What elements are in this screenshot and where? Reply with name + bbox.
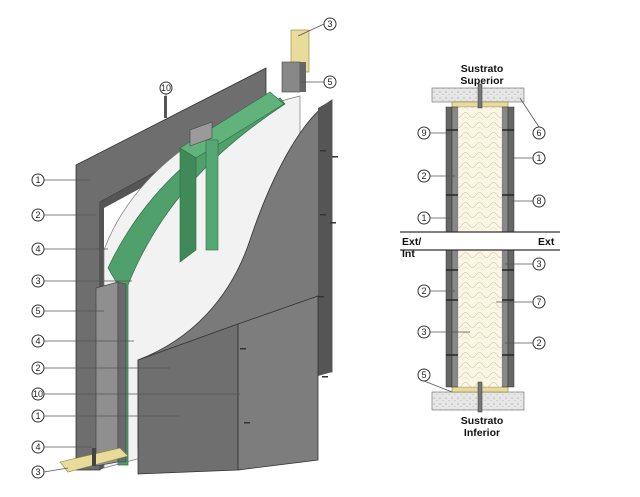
section-callout-number: 2 [421, 286, 426, 296]
right-panel-outer-upper [507, 106, 515, 233]
bottom-anchor [477, 381, 483, 413]
left-panel-inner-upper [451, 106, 459, 233]
iso-callout-circle [323, 17, 337, 31]
iso-callout-circle [31, 173, 45, 187]
iso-callout-number: 2 [35, 210, 40, 220]
section-callout-number: 8 [536, 196, 541, 206]
iso-callout-number: 4 [35, 336, 40, 346]
insulation-lower [457, 249, 503, 388]
section-callout-number: 1 [536, 153, 541, 163]
front-panel-edge [318, 100, 332, 376]
iso-callout-number: 1 [35, 175, 40, 185]
iso-callout-number: 4 [35, 244, 40, 254]
section-callout-number: 5 [421, 370, 426, 380]
iso-callout-number: 3 [35, 276, 40, 286]
label-left-side-line1: Ext/ [402, 236, 421, 248]
iso-callout-number: 10 [33, 389, 43, 399]
iso-leader [43, 467, 69, 473]
top-stud-side [300, 62, 306, 92]
section-callout-circle [417, 169, 431, 183]
iso-callout-circle [31, 361, 45, 375]
iso-callout-number: 3 [35, 467, 40, 477]
section-callout-circle [532, 151, 546, 165]
isometric-wall [59, 29, 338, 475]
anchor-bottom [92, 448, 96, 466]
iso-callout-number: 1 [35, 411, 40, 421]
iso-callout-circle [31, 334, 45, 348]
center-stud [189, 121, 213, 147]
iso-callout-circle [31, 465, 45, 479]
top-stud [281, 61, 301, 93]
iso-callout-circle [31, 409, 45, 423]
section-callout-circle [532, 194, 546, 208]
anchor-top [164, 96, 167, 118]
iso-callout-circle [31, 274, 45, 288]
iso-callout-circle [31, 242, 45, 256]
section-callout-circle [532, 295, 546, 309]
iso-callout-number: 5 [327, 77, 332, 87]
section-callout-number: 7 [536, 297, 541, 307]
left-stud [95, 281, 119, 467]
section-view [400, 83, 560, 413]
section-leader [519, 97, 540, 128]
iso-callouts: 3 5 10 1 2 4 3 5 4 2 10 1 4 3 [31, 17, 337, 479]
iso-callout-number: 10 [161, 83, 171, 93]
green-insulation-vertical [179, 147, 197, 263]
section-fasteners [446, 129, 514, 356]
iso-callout-circle [323, 75, 337, 89]
iso-callout-number: 2 [35, 363, 40, 373]
screw-marks [240, 150, 338, 424]
left-panel-outer-upper [445, 106, 453, 233]
section-callout-circle [532, 336, 546, 350]
section-callout-circle [532, 257, 546, 271]
label-top-line2: Superior [460, 75, 503, 87]
iso-callout-number: 4 [35, 442, 40, 452]
iso-callout-number: 5 [35, 306, 40, 316]
label-bottom-line1: Sustrato [461, 415, 504, 427]
section-callout-circle [417, 126, 431, 140]
iso-callout-circle [31, 440, 45, 454]
front-panel-lower-right [237, 295, 319, 471]
section-callout-circle [417, 211, 431, 225]
iso-callout-circle [31, 208, 45, 222]
label-left-side-line2: Int [402, 248, 415, 260]
section-callout-number: 2 [421, 171, 426, 181]
section-leader [423, 380, 453, 393]
section-callout-number: 3 [536, 259, 541, 269]
right-panel-inner-upper [501, 106, 509, 233]
section-callout-circle [417, 325, 431, 339]
section-callout-number: 6 [536, 128, 541, 138]
iso-callout-circle [31, 304, 45, 318]
top-anchor [477, 83, 483, 109]
iso-callout-circle [159, 81, 173, 95]
section-callout-circle [532, 126, 546, 140]
section-callout-circle [417, 284, 431, 298]
section-callout-number: 9 [421, 128, 426, 138]
insulation-upper [457, 106, 503, 233]
iso-leader [297, 23, 325, 37]
section-callout-circle [417, 368, 431, 382]
label-bottom-line2: Inferior [464, 427, 500, 439]
iso-callout-number: 3 [327, 19, 332, 29]
green-insulation-post [205, 139, 219, 251]
section-callout-number: 3 [421, 327, 426, 337]
section-callout-number: 2 [536, 338, 541, 348]
iso-callout-circle [31, 387, 45, 401]
label-right-side: Ext [538, 236, 555, 248]
section-callout-number: 1 [421, 213, 426, 223]
left-stud-side [117, 281, 127, 463]
label-top-line1: Sustrato [461, 63, 504, 75]
